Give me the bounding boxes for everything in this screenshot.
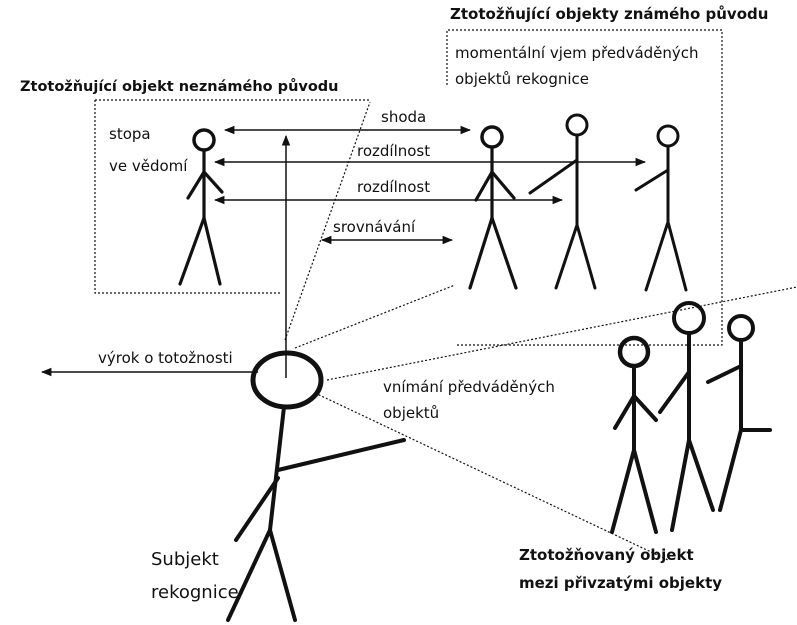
perceived-figure-3 xyxy=(706,314,772,512)
subject-label-line1: Subjekt xyxy=(151,549,219,570)
sight-line-known xyxy=(294,284,456,349)
difference-label-1: rozdílnost xyxy=(357,142,431,160)
statement-label: výrok o totožnosti xyxy=(98,349,233,367)
subject-figure xyxy=(226,350,406,622)
sight-line-perception-top xyxy=(326,286,797,381)
match-label: shoda xyxy=(381,108,427,126)
trace-figure xyxy=(178,128,224,286)
known-figure-3 xyxy=(634,124,688,292)
identified-object-title-line2: mezi přivzatými objekty xyxy=(519,574,723,592)
known-objects-title: Ztotožňující objekty známého původu xyxy=(450,5,769,23)
sight-line-perception-bottom xyxy=(314,392,669,561)
identified-object-title-line1: Ztotožňovaný objekt xyxy=(519,546,694,564)
difference-label-2: rozdílnost xyxy=(357,178,431,196)
comparison-label: srovnávání xyxy=(333,218,416,236)
trace-label-line1: stopa xyxy=(109,125,151,143)
trace-label-line2: ve vědomí xyxy=(109,157,188,175)
unknown-object-frame xyxy=(94,99,370,294)
sight-lines xyxy=(284,101,797,561)
perception-label-line1: vnímání předváděných xyxy=(383,378,555,396)
known-objects-frame xyxy=(446,29,723,346)
known-figure-1 xyxy=(468,125,518,290)
perceived-figure-1 xyxy=(610,335,658,534)
unknown-object-title: Ztotožňující objekt neznámého původu xyxy=(20,79,339,95)
known-figure-2 xyxy=(528,113,597,290)
perception-label-line2: objektů xyxy=(383,404,440,422)
momentary-perception-line1: momentální vjem předváděných xyxy=(455,44,699,62)
perceived-figure-2 xyxy=(658,301,715,532)
subject-label-line2: rekognice xyxy=(151,582,239,603)
momentary-perception-line2: objektů rekognice xyxy=(455,70,590,88)
